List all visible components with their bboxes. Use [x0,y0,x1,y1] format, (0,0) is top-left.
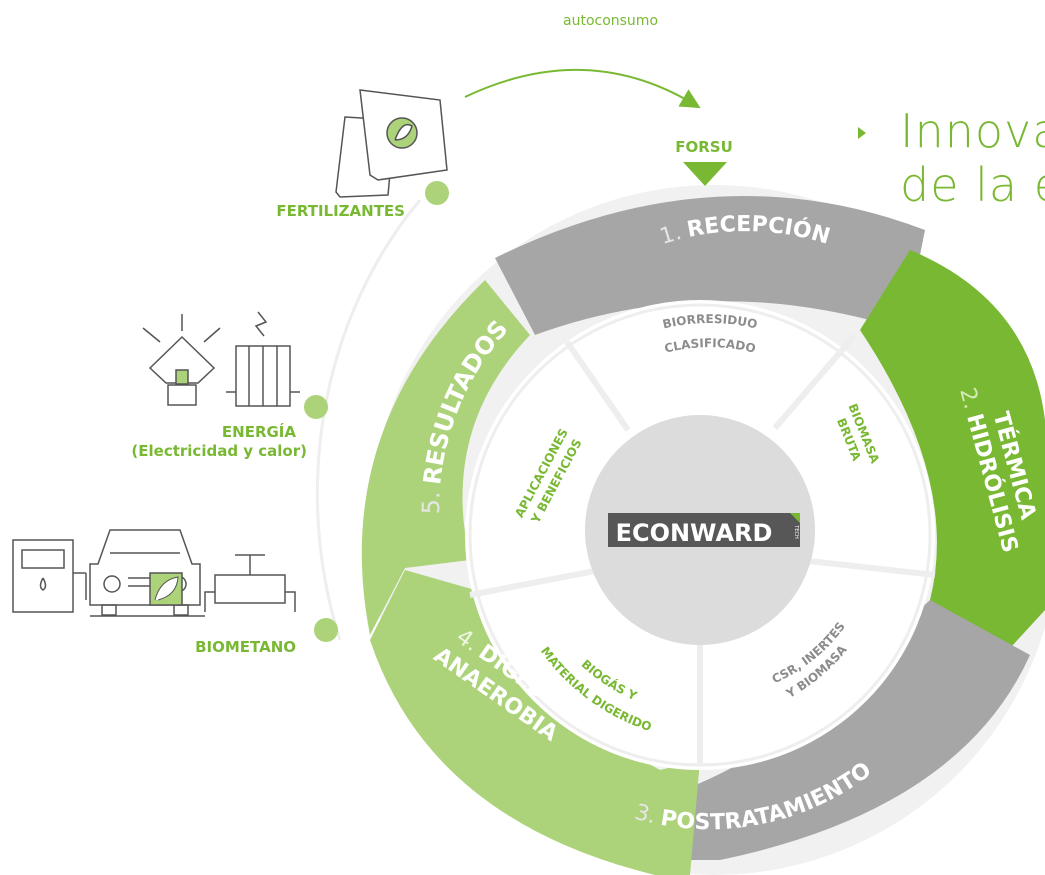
header-bullet-icon [858,127,866,139]
stage-2-hydrolysis-segment [860,250,1045,670]
divider [772,333,858,430]
fuel-pump-icon [12,539,87,613]
autoconsumo-label: autoconsumo [563,13,659,29]
product-1-line-1: BIORRESIDUO [661,312,759,331]
logo-tag: TECH [793,524,799,539]
eco-leaf-badge-icon [149,572,183,606]
energia-label: ENERGÍA [222,422,296,441]
divider [469,567,601,598]
fertilizer-bags-icon [335,89,448,198]
stage-1-reception-segment [495,195,925,335]
stage-4-digestion-segment [370,570,700,875]
econward-logo [608,513,800,547]
header-line-2: de la e [900,158,1045,212]
logo-text: ECONWARD [616,519,773,547]
gas-pipeline-icon [204,554,296,612]
header-line-1: Innova [900,104,1045,158]
divider [564,340,631,432]
energia-sublabel: (Electricidad y calor) [131,442,307,460]
divider [799,557,936,578]
input-arrow-icon [683,162,727,186]
biometano-dot [314,618,338,642]
stage-3-posttreatment-segment [655,600,1030,860]
autoconsumo-arrow [464,69,701,109]
radiator-icon [226,311,300,407]
product-1-line-2: CLASIFICADO [663,336,757,356]
fertilizantes-dot [425,181,449,205]
lightbulb-icon [142,314,221,406]
car-icon [89,529,201,616]
logo-corner-icon [790,513,800,523]
stage-5-results-segment [361,280,530,635]
energia-dot [304,395,328,419]
forsu-label: FORSU [675,138,733,156]
biometano-label: BIOMETANO [195,638,296,656]
fertilizantes-label: FERTILIZANTES [276,202,405,220]
